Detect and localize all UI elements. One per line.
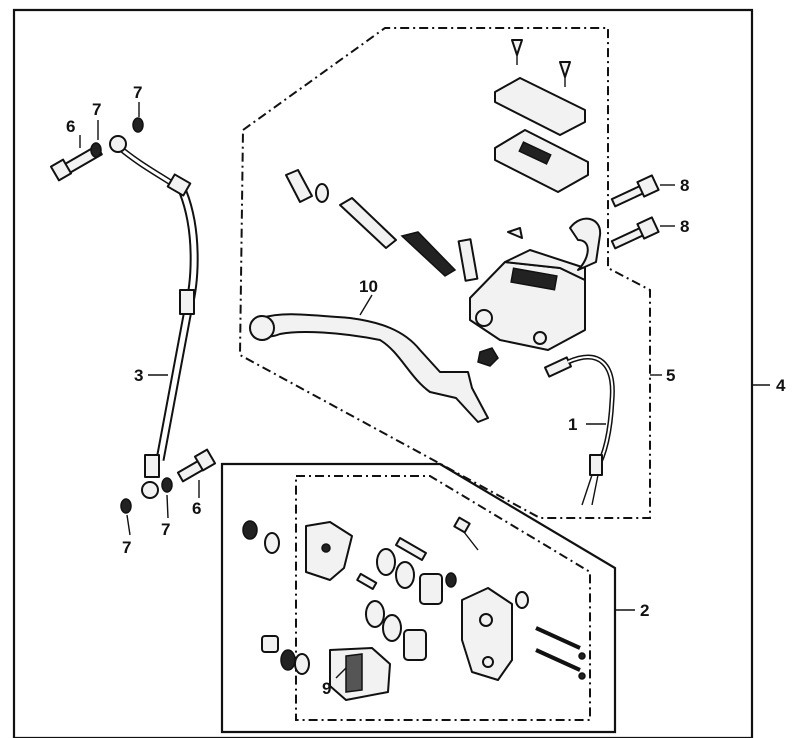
brake-hose — [109, 135, 199, 499]
leader-lines — [79, 102, 770, 679]
callout-7-bottom-a: 7 — [122, 538, 131, 557]
callout-2: 2 — [640, 601, 649, 620]
master-cylinder-body — [469, 249, 586, 351]
brake-pad — [329, 647, 391, 701]
brake-switch — [544, 354, 615, 506]
washer-bottom-b — [161, 477, 173, 493]
callout-1: 1 — [568, 415, 577, 434]
brake-lever — [255, 313, 489, 423]
banjo-bolt-bottom — [176, 448, 217, 483]
bleed-screw — [453, 516, 479, 551]
caliper-pins — [535, 626, 586, 680]
callout-8-b: 8 — [680, 217, 689, 236]
washer-bottom-a — [120, 498, 132, 514]
assembly-4-outline — [12, 8, 754, 738]
master-cylinder-group-outline — [238, 27, 651, 519]
callout-8-a: 8 — [680, 176, 689, 195]
handlebar-clamp — [569, 217, 602, 271]
callout-7-bottom-b: 7 — [161, 520, 170, 539]
caliper-body — [461, 587, 513, 681]
callout-5: 5 — [666, 366, 675, 385]
reservoir-screws — [511, 39, 571, 87]
callout-9: 9 — [322, 679, 331, 698]
washer-top-a — [90, 142, 102, 158]
washer-top-b — [132, 117, 144, 133]
callout-7-top-a: 7 — [92, 100, 101, 119]
callout-6-bottom: 6 — [192, 499, 201, 518]
callout-3: 3 — [134, 366, 143, 385]
lever-nut — [477, 347, 499, 367]
caliper-inner-outline — [295, 475, 591, 721]
callout-6-top: 6 — [66, 117, 75, 136]
caliper-bracket — [305, 521, 353, 581]
callout-7-top-b: 7 — [133, 83, 142, 102]
piston-set — [285, 169, 457, 277]
mount-bolt-b — [610, 216, 660, 250]
mount-bolt-a — [610, 174, 660, 208]
reservoir-cap — [494, 77, 586, 136]
caliper-pistons — [356, 537, 457, 661]
caliper-small-seal — [515, 591, 529, 609]
callout-10: 10 — [359, 277, 378, 296]
caliper-bushing — [261, 635, 310, 675]
caliper-group-outline — [220, 462, 617, 734]
pivot-bolt — [457, 238, 479, 282]
callout-4: 4 — [776, 376, 786, 395]
caliper-seals-left — [242, 520, 280, 554]
